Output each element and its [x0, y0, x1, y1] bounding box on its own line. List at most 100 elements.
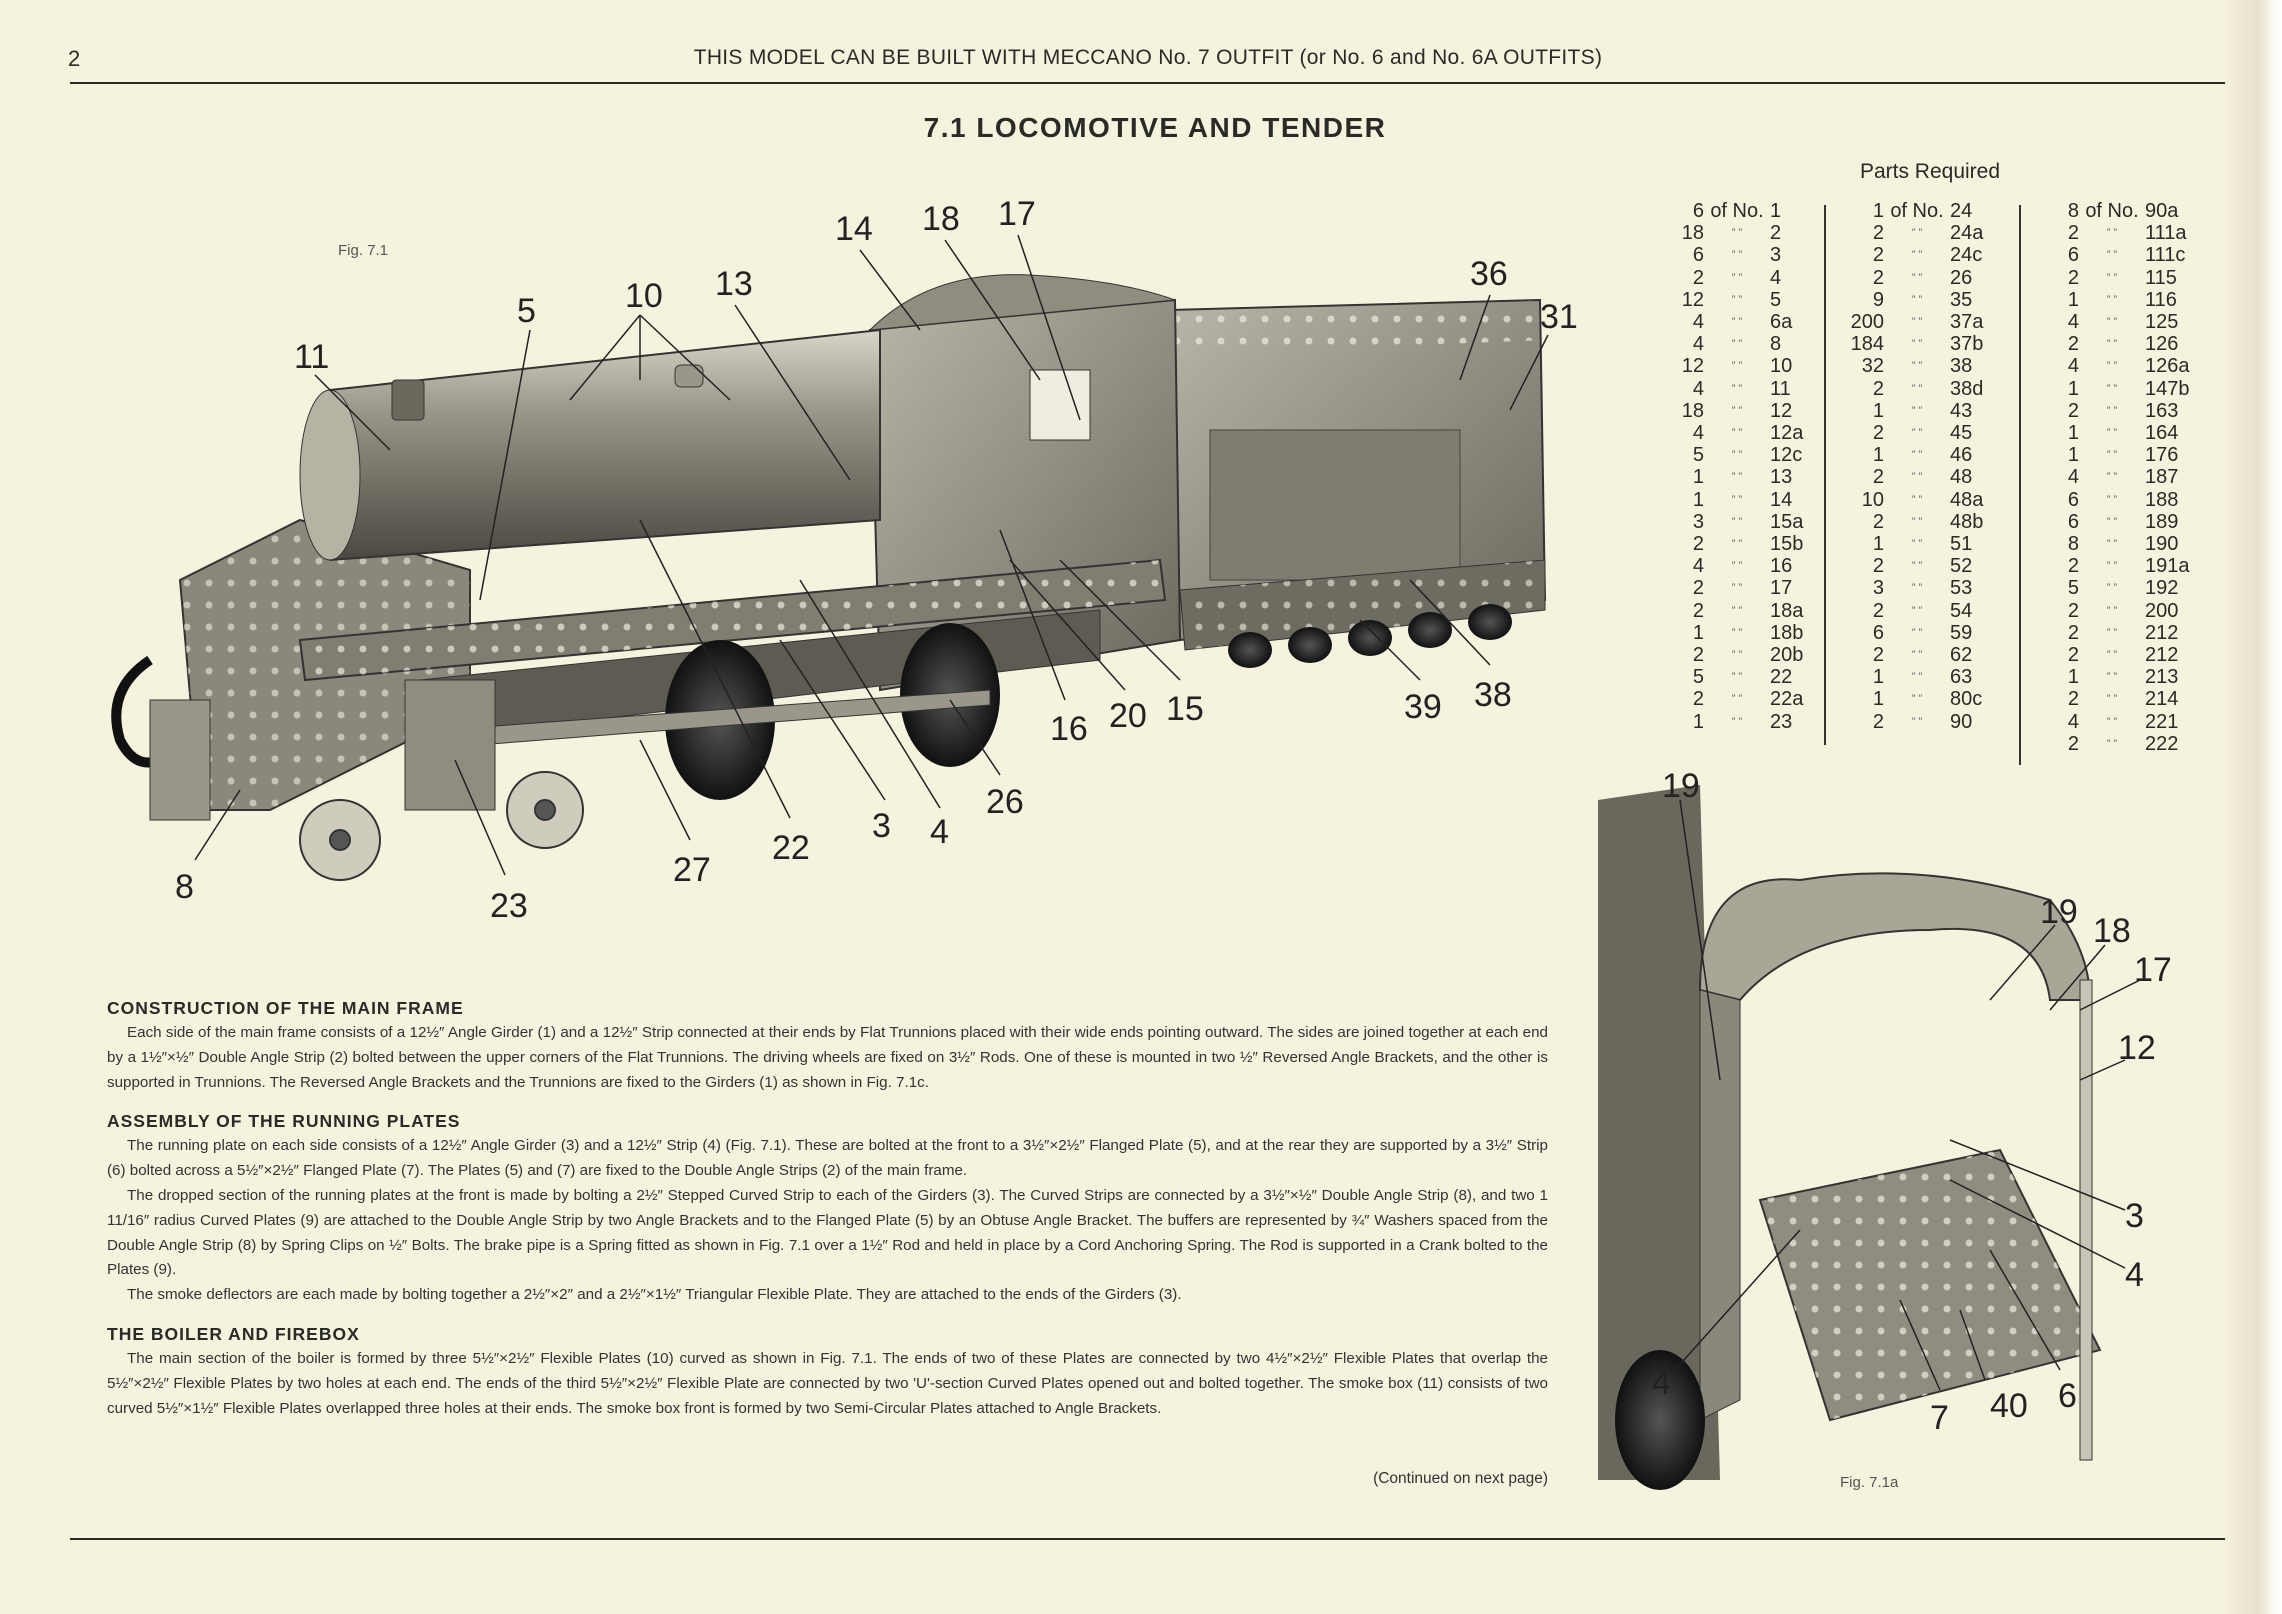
ditto-mark: ” ” [2106, 582, 2118, 595]
parts-row: 2” ”52 [1840, 555, 1998, 577]
part-number: 222 [2145, 732, 2179, 755]
callout-8: 8 [175, 868, 194, 906]
part-quantity: 2 [1692, 688, 1704, 711]
ditto-mark: ” ” [1731, 693, 1743, 706]
ditto-mark: ” ” [1911, 693, 1923, 706]
part-number: 62 [1950, 644, 1973, 667]
callout-14: 14 [835, 210, 873, 248]
ditto-mark: ” ” [1731, 360, 1743, 373]
ditto-mark: ” ” [1731, 249, 1743, 262]
ditto-mark: ” ” [1731, 449, 1743, 462]
ditto-mark: ” ” [1911, 271, 1923, 284]
part-number: 221 [2145, 710, 2179, 733]
parts-row: 1” ”164 [2035, 422, 2193, 444]
ditto-mark: ” ” [2106, 227, 2118, 240]
part-number: 3 [1770, 244, 1782, 267]
part-quantity: 2 [1692, 599, 1704, 622]
parts-row: 3” ”15a [1660, 511, 1818, 533]
part-number: 10 [1770, 355, 1793, 378]
part-quantity: 8 [2067, 533, 2079, 556]
parts-row: 2” ”48 [1840, 466, 1998, 488]
parts-row: 1” ”43 [1840, 400, 1998, 422]
page-edge-shadow [2222, 0, 2282, 1614]
page-title: 7.1 LOCOMOTIVE AND TENDER [923, 112, 1387, 143]
part-quantity: 2 [1692, 266, 1704, 289]
of-no-label: of No. [1710, 200, 1764, 222]
part-number: 24c [1950, 244, 1983, 267]
part-number: 115 [2145, 266, 2177, 289]
ditto-mark: ” ” [2106, 360, 2118, 373]
fig-7-1-callout-labels: 11 5 10 13 14 18 17 36 31 8 23 27 22 3 4… [175, 195, 1578, 925]
callout-23: 23 [490, 887, 528, 925]
part-quantity: 2 [1872, 710, 1884, 733]
parts-row: 3” ”53 [1840, 577, 1998, 599]
fig-7-1-callouts [194, 234, 1549, 876]
ditto-mark: ” ” [2106, 449, 2118, 462]
ditto-mark: ” ” [1731, 560, 1743, 573]
part-quantity: 2 [2067, 333, 2079, 356]
part-quantity: 1 [2067, 377, 2079, 400]
parts-row: 1” ”46 [1840, 444, 1998, 466]
tender-wheels [1228, 604, 1512, 668]
ditto-mark: ” ” [1911, 427, 1923, 440]
part-quantity: 2 [1872, 422, 1884, 445]
ditto-mark: ” ” [1911, 227, 1923, 240]
ditto-mark: ” ” [1911, 671, 1923, 684]
parts-required-title: Parts Required [1859, 160, 2001, 183]
ditto-mark: ” ” [1731, 515, 1743, 528]
ditto-mark: ” ” [1731, 671, 1743, 684]
parts-row: 2” ”111a [2035, 222, 2193, 244]
paragraph: The running plate on each side consists … [107, 1137, 1548, 1180]
callout-31: 31 [1540, 298, 1578, 336]
parts-row: 12” ”5 [1660, 289, 1818, 311]
part-number: 17 [1770, 577, 1793, 600]
part-number: 163 [2145, 399, 2179, 422]
part-quantity: 5 [1692, 444, 1704, 467]
part-number: 48b [1950, 510, 1984, 533]
callout-17: 17 [998, 195, 1036, 233]
part-number: 126 [2145, 333, 2179, 356]
part-quantity: 2 [1872, 555, 1884, 578]
part-number: 22a [1770, 688, 1804, 711]
part-number: 20b [1770, 644, 1804, 667]
parts-row: 8” ”190 [2035, 533, 2193, 555]
locomotive-drawing [111, 274, 1547, 881]
parts-row: 4” ”6a [1660, 311, 1818, 333]
parts-row: 1” ”147b [2035, 378, 2193, 400]
part-quantity: 4 [2067, 311, 2079, 334]
part-number: 35 [1950, 288, 1973, 311]
callout-a-40: 40 [1990, 1387, 2028, 1425]
section-boiler-firebox: THE BOILER AND FIREBOX The main section … [107, 1322, 1548, 1421]
parts-row: 10” ”48a [1840, 489, 1998, 511]
section-heading: THE BOILER AND FIREBOX [107, 1323, 360, 1344]
part-number: 190 [2145, 533, 2179, 556]
parts-row: 2” ”48b [1840, 511, 1998, 533]
continued-note: (Continued on next page) [1373, 1470, 1548, 1487]
part-number: 63 [1950, 666, 1973, 689]
paragraph: The main section of the boiler is formed… [107, 1349, 1548, 1417]
of-no-label: of No. [1890, 200, 1944, 222]
parts-row: 4” ”12a [1660, 422, 1818, 444]
boiler-side [1598, 785, 1720, 1480]
ditto-mark: ” ” [1911, 249, 1923, 262]
ditto-mark: ” ” [1731, 316, 1743, 329]
parts-row: 6” ”59 [1840, 622, 1998, 644]
part-quantity: 1 [2067, 422, 2079, 445]
part-quantity: 2 [2067, 621, 2079, 644]
part-quantity: 9 [1872, 288, 1884, 311]
part-number: 200 [2145, 599, 2179, 622]
parts-row: 2” ”90 [1840, 711, 1998, 733]
part-number: 116 [2145, 288, 2177, 311]
ditto-mark: ” ” [1911, 316, 1923, 329]
part-quantity: 4 [2067, 710, 2079, 733]
parts-row: 2” ”17 [1660, 577, 1818, 599]
ditto-mark: ” ” [2106, 427, 2118, 440]
parts-row: 1” ”116 [2035, 289, 2193, 311]
part-number: 214 [2145, 688, 2179, 711]
ditto-mark: ” ” [1731, 538, 1743, 551]
ditto-mark: ” ” [2106, 626, 2118, 639]
part-quantity: 2 [1692, 533, 1704, 556]
